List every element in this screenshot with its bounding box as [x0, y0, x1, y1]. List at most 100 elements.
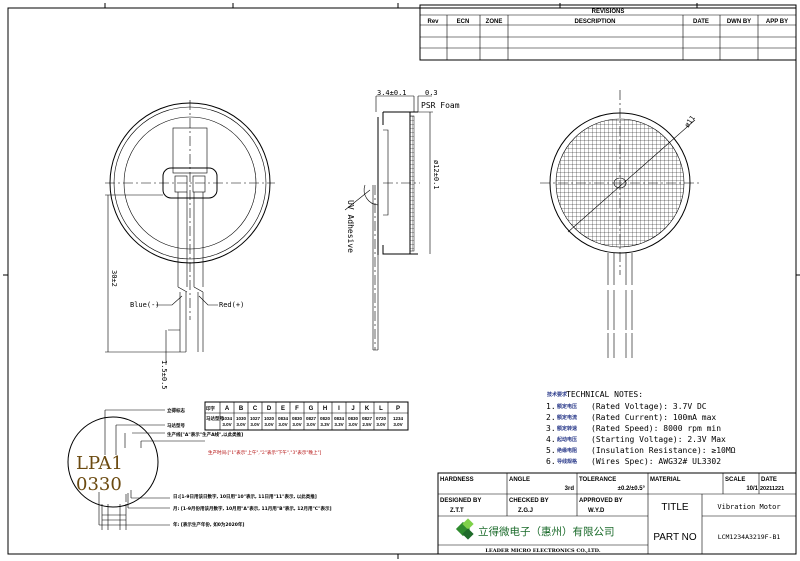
table-model: 1030	[236, 416, 247, 421]
table-model: 3.0V	[376, 422, 385, 427]
hardness-label: HARDNESS	[440, 477, 474, 483]
table-model: 0827	[362, 416, 373, 421]
table-model: 3.0V	[348, 422, 357, 427]
technical-notes: 技术要求 TECHNICAL NOTES: 1.额定电压 (Rated Volta…	[546, 390, 736, 466]
table-row-label: 马达型号	[206, 415, 224, 422]
table-model: 0820	[320, 416, 331, 421]
notes-title-cn: 技术要求	[547, 391, 568, 398]
label-year: 年: [表示生产年份, 如0为2020年]	[173, 521, 244, 528]
uv-adhesive-label: UV Adhesive	[346, 200, 355, 253]
table-model: 0830	[292, 416, 303, 421]
checked-by-value: Z.G.J	[518, 508, 533, 514]
note-num: 1.	[546, 402, 556, 411]
company-name-en: LEADER MICRO ELECTRONICS CO.,LTD.	[485, 548, 600, 554]
date-label: DATE	[761, 477, 777, 483]
note-3: 3.额定转速 (Rated Speed): 8000 rpm min	[546, 424, 721, 433]
table-model: 0834	[334, 416, 345, 421]
note-cn: 导线规格	[557, 458, 578, 465]
note-cn: 额定转速	[557, 425, 577, 432]
notes-title: TECHNICAL NOTES:	[566, 390, 643, 399]
table-model: 1234	[393, 416, 404, 421]
zone-header: ZONE	[486, 19, 503, 25]
part-no-value: LCM1234A3219F-B1	[718, 533, 781, 541]
table-code: B	[239, 406, 244, 412]
app-by-header: APP BY	[766, 19, 788, 25]
note-4: 4.起动电压(Starting Voltage): 2.3V Max	[546, 435, 726, 444]
revisions-title: REVISIONS	[592, 9, 625, 15]
table-code: C	[253, 406, 258, 412]
table-code: P	[396, 406, 400, 412]
table-model: 0830	[348, 416, 359, 421]
note-num: 5.	[546, 446, 556, 455]
marking-line-1: LPA1	[76, 453, 123, 474]
table-model: 0827	[306, 416, 317, 421]
thickness-dim: 3.4±0.1	[377, 89, 407, 97]
marking-line-2: 0330	[76, 474, 122, 495]
table-header-label: 印字	[206, 405, 215, 412]
designed-by-value: Z.T.T	[450, 508, 464, 514]
tolerance-label: TOLERANCE	[579, 477, 616, 483]
blue-wire-label: Blue(-)	[130, 301, 160, 309]
table-model: 1027	[250, 416, 261, 421]
note-cn: 额定电压	[557, 403, 577, 410]
note-text: (Rated Speed): 8000 rpm min	[591, 424, 721, 433]
approved-by-label: APPROVED BY	[579, 498, 623, 504]
rev-header: Rev	[427, 19, 439, 25]
title-label: TITLE	[661, 502, 689, 513]
revisions-table: REVISIONS Rev ECN ZONE DESCRIPTION DATE …	[419, 4, 797, 61]
table-code: F	[295, 406, 299, 412]
company-logo-icon	[455, 518, 474, 540]
note-6: 6.导线规格(Wires Spec): AWG32# UL3302	[546, 457, 721, 466]
note-cn: 绝缘电阻	[557, 447, 577, 454]
table-model: 1020	[264, 416, 275, 421]
label-model: 马达型号	[167, 422, 185, 429]
approved-by-value: W.Y.D	[588, 508, 605, 514]
title-value: Vibration Motor	[717, 503, 780, 511]
table-code: L	[379, 406, 383, 412]
company-name-cn: 立得微电子（惠州）有限公司	[478, 525, 615, 538]
scale-label: SCALE	[725, 477, 745, 483]
angle-value: 3rd	[565, 486, 575, 492]
note-cn: 起动电压	[556, 436, 577, 443]
note-text: (Rated Voltage): 3.7V DC	[591, 402, 707, 411]
label-line: 生产线["A"表示"生产A线",以此类推]	[167, 431, 243, 438]
table-model: 3.0V	[306, 422, 315, 427]
note-num: 6.	[546, 457, 556, 466]
table-model: 3.0V	[278, 422, 287, 427]
back-diameter-dim: ø11	[683, 114, 697, 129]
note-text: (Starting Voltage): 2.3V Max	[591, 435, 726, 444]
description-header: DESCRIPTION	[574, 19, 615, 25]
table-model: 3.0V	[264, 422, 273, 427]
table-model: 0834	[278, 416, 289, 421]
note-num: 3.	[546, 424, 556, 433]
foam-thickness-dim: 0.3	[425, 89, 438, 97]
label-shift: 生产时间:["1"表示"上午","2"表示"下午","3"表示"晚上"]	[208, 449, 322, 456]
table-model: 3.3V	[320, 422, 329, 427]
note-1: 1.额定电压 (Rated Voltage): 3.7V DC	[546, 402, 707, 411]
note-5: 5.绝缘电阻(Insulation Resistance): ≥10MΩ	[546, 446, 736, 455]
designed-by-label: DESIGNED BY	[440, 498, 481, 504]
table-code: J	[351, 406, 354, 412]
dwn-by-header: DWN BY	[727, 19, 751, 25]
table-code: D	[267, 406, 272, 412]
label-month: 月: [1-9月份用该月数字, 10月用"A"表示, 11月用"B"表示, 12…	[172, 505, 332, 512]
diameter-dim: ø12±0.1	[432, 160, 440, 190]
checked-by-label: CHECKED BY	[509, 498, 549, 504]
strip-length-dim: 1.5±0.5	[160, 360, 168, 390]
material-label: MATERIAL	[650, 477, 681, 483]
angle-label: ANGLE	[509, 477, 530, 483]
table-model: 3.3V	[334, 422, 343, 427]
psr-foam-label: PSR Foam	[421, 101, 460, 110]
tolerance-value: ±0.2/±0.5°	[618, 486, 646, 492]
label-logo: 立得标志	[167, 407, 185, 414]
note-num: 2.	[546, 413, 556, 422]
note-2: 2.额定电流(Rated Current): 100mA max	[546, 413, 716, 422]
back-view: ø11	[540, 90, 700, 358]
table-code: H	[323, 406, 327, 412]
table-model: 3.0V	[393, 422, 402, 427]
table-code: K	[365, 406, 370, 412]
table-code: I	[338, 406, 340, 412]
table-code: A	[225, 406, 230, 412]
table-model: 3.0V	[222, 422, 231, 427]
